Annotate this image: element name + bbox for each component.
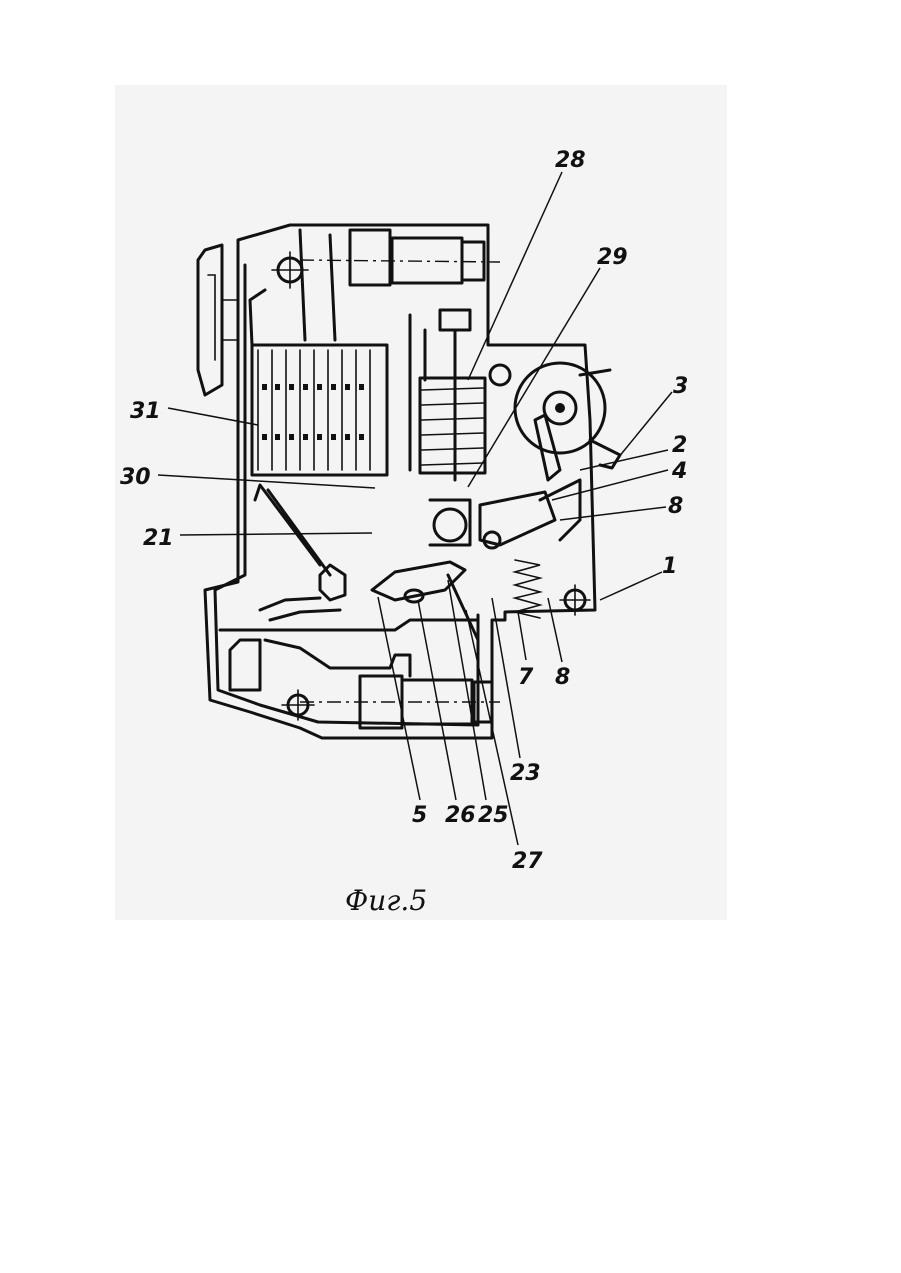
label-1: 1: [662, 554, 677, 579]
label-26: 26: [445, 803, 476, 828]
label-27: 27: [512, 849, 543, 874]
label-3: 3: [673, 374, 688, 399]
label-8-upper: 8: [668, 494, 683, 519]
scan-background: [115, 85, 727, 920]
label-4: 4: [671, 459, 687, 484]
label-25: 25: [478, 803, 509, 828]
label-30: 30: [120, 465, 151, 490]
label-7: 7: [518, 665, 534, 690]
label-23: 23: [510, 761, 541, 786]
label-21: 21: [143, 526, 174, 551]
figure-caption: Фиг.5: [345, 884, 427, 917]
label-29: 29: [597, 245, 628, 270]
label-31: 31: [130, 399, 161, 424]
label-5: 5: [412, 803, 427, 828]
label-2: 2: [672, 433, 687, 458]
label-8-lower: 8: [555, 665, 570, 690]
label-28: 28: [555, 148, 586, 173]
